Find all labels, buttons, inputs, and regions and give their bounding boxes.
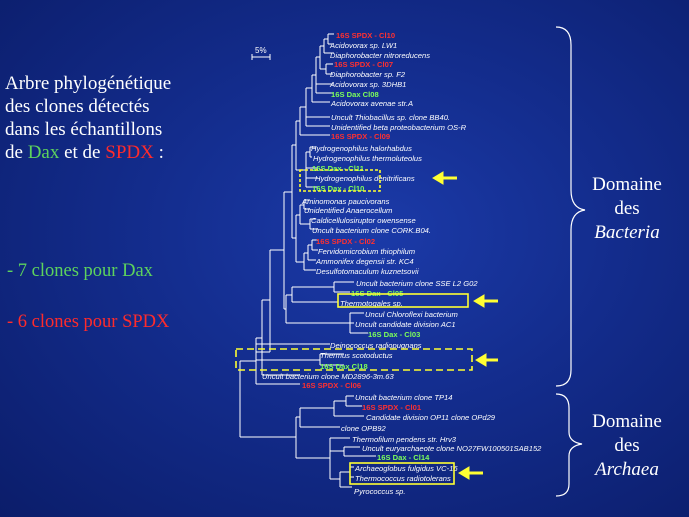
tree-leaf-clone-dax: 16S Dax - Cl03 (368, 330, 420, 339)
tree-leaf-reference: Archaeoglobus fulgidus VC-16 (354, 464, 458, 473)
tree-leaf-clone-spdx: 16S SPDX - Cl09 (331, 132, 390, 141)
tree-leaf-reference: Thermus scotoductus (320, 351, 393, 360)
tree-leaf-reference: Candidate division OP11 clone OPd29 (366, 413, 496, 422)
arrow-icon (458, 466, 483, 480)
tree-leaf-reference: Hydrogenophilus halorhabdus (311, 144, 412, 153)
tree-leaf-reference: Uncult bacterium clone MD2896-3m.63 (262, 372, 394, 381)
domain-bacteria-label: Domaine des Bacteria (582, 173, 672, 245)
tree-leaf-clone-dax: 16S Dax - Cl11 (312, 164, 365, 173)
tree-leaf-reference: Deinococcus radiopugnans (330, 341, 422, 350)
tree-leaf-reference: Uncul Chloroflexi bacterium (365, 310, 458, 319)
highlight-box-archaeoglobus (349, 462, 455, 485)
tree-leaf-reference: Diaphorobacter nitroreducens (330, 51, 430, 60)
tree-leaf-clone-dax: 16S Dax - Cl10 (312, 184, 364, 193)
title-line-1: Arbre phylogénétique (5, 73, 172, 94)
tree-leaf-clone-spdx: 16S SPDX - Cl10 (336, 31, 395, 40)
tree-leaf-reference: Acidovorax sp. 3DHB1 (329, 80, 406, 89)
tree-leaf-clone-spdx: 16S SPDX - Cl07 (334, 60, 393, 69)
domain-archaea-line2: des (614, 435, 640, 456)
tree-leaf-reference: Thermotogales sp. (340, 299, 403, 308)
tree-leaf-clone-spdx: 16S SPDX - Cl06 (302, 381, 361, 390)
tree-leaf-reference: Ammonifex degensii str. KC4 (315, 257, 414, 266)
tree-leaf-reference: Acidovorax avenae str.A (330, 99, 413, 108)
tree-leaf-reference: Pyrococcus sp. (354, 487, 406, 496)
tree-leaf-reference: Diaphorobacter sp. F2 (330, 70, 406, 79)
title-prefix: de (5, 142, 23, 163)
tree-leaf-reference: Hydrogenophilus thermoluteolus (313, 154, 422, 163)
title-spdx: SPDX (105, 142, 154, 163)
arrow-icon (432, 171, 457, 185)
tree-leaf-reference: Uncult euryarchaeote clone NO27FW100501S… (362, 444, 542, 453)
tree-leaf-reference: Fervidomicrobium thiophilum (318, 247, 415, 256)
tree-leaf-reference: clone OPB92 (341, 424, 387, 433)
scale-bar-label: 5% (255, 46, 267, 55)
dax-clone-count: - 7 clones pour Dax (7, 261, 153, 281)
tree-leaf-reference: Thermofilum pendens str. Hrv3 (352, 435, 457, 444)
spdx-clone-count: - 6 clones pour SPDX (7, 312, 170, 332)
domain-archaea-line3: Archaea (595, 459, 659, 480)
domain-archaea-line1: Domaine (592, 411, 662, 432)
tree-leaf-reference: Unidentified beta proteobacterium OS-R (331, 123, 467, 132)
title-dax: Dax (27, 142, 60, 163)
tree-leaf-reference: Uncult bacterium clone TP14 (355, 393, 453, 402)
tree-leaf-reference: Desulfotomaculum kuznetsovii (316, 267, 419, 276)
arrow-icon (475, 353, 498, 367)
bacteria-brace (555, 26, 586, 387)
domain-bacteria-line3: Bacteria (594, 222, 660, 243)
title-line-3: dans les échantillons (5, 119, 163, 140)
domain-archaea-label: Domaine des Archaea (582, 410, 672, 482)
tree-leaf-clone-dax: 16S Dax Cl18 (320, 362, 368, 371)
highlight-arrows (432, 171, 498, 480)
tree-leaf-reference: Uncult candidate division AC1 (355, 320, 456, 329)
tree-leaf-reference: Uncult Thiobacillus sp. clone BB40. (331, 113, 450, 122)
highlight-box-thermus (235, 348, 473, 371)
highlight-box-thermotogales (337, 293, 469, 308)
tree-leaf-clone-dax: 16S Dax Cl08 (331, 90, 379, 99)
tree-leaf-reference: Unidentified Anaerocellum (304, 206, 392, 215)
tree-leaf-reference: Aminomonas paucivorans (301, 197, 390, 206)
tree-leaf-reference: Hydrogenophilus denitrificans (315, 174, 415, 183)
title-mid: et de (64, 142, 101, 163)
domain-bacteria-line1: Domaine (592, 174, 662, 195)
title-suffix: : (158, 142, 164, 163)
tree-leaf-reference: Uncult bacterium clone SSE L2 G02 (356, 279, 478, 288)
domain-bacteria-line2: des (614, 198, 640, 219)
highlight-box-hydrogenophilus (299, 169, 381, 192)
tree-leaf-reference: Thermococcus radiotolerans (355, 474, 451, 483)
title-line-2: des clones détectés (5, 96, 150, 117)
tree-leaf-reference: Uncult bacterium clone CORK.B04. (312, 226, 431, 235)
tree-leaf-clone-dax: 16S Dax - Cl14 (377, 453, 430, 462)
tree-leaf-reference: Caldicellulosiruptor owensense (311, 216, 416, 225)
tree-leaf-clone-spdx: 16S SPDX - Cl01 (362, 403, 422, 412)
tree-description: Arbre phylogénétique des clones détectés… (5, 72, 171, 164)
tree-leaf-reference: Acidovorax sp. LW1 (329, 41, 397, 50)
tree-leaf-clone-spdx: 16S SPDX - Cl02 (316, 237, 375, 246)
archaea-brace (555, 393, 583, 497)
title-line-4: de Dax et de SPDX : (5, 141, 171, 164)
arrow-icon (473, 294, 498, 308)
